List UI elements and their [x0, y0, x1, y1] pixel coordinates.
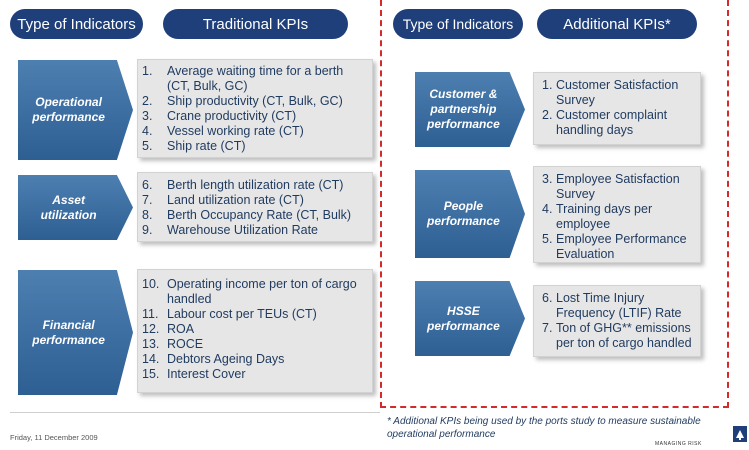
kpi-item: 5.Ship rate (CT) — [142, 139, 246, 153]
kpi-box-asset: 6.Berth length utilization rate (CT) 7.L… — [137, 172, 373, 242]
kpi-item: 13.ROCE — [142, 337, 204, 351]
kpi-item: 4.Vessel working rate (CT) — [142, 124, 304, 138]
kpi-item: 5.Employee Performance Evaluation — [542, 232, 687, 261]
chevron-customer-partnership-performance: Customer & partnership performance — [415, 72, 525, 147]
kpi-item: 1.Average waiting time for a berth (CT, … — [142, 64, 344, 93]
chevron-people-performance: People performance — [415, 170, 525, 258]
kpi-item: 7.Land utilization rate (CT) — [142, 193, 304, 207]
chevron-asset-utilization: Asset utilization — [18, 175, 133, 240]
logo-text: MANAGING RISK — [655, 441, 702, 447]
chevron-label: Customer & partnership performance — [427, 87, 500, 131]
footnote: * Additional KPIs being used by the port… — [387, 416, 701, 440]
footer-rule — [10, 412, 380, 413]
kpi-item: 9.Warehouse Utilization Rate — [142, 223, 318, 237]
additional-kpis-region — [380, 0, 729, 408]
kpi-box-hsse: 6.Lost Time Injury Frequency (LTIF) Rate… — [533, 285, 701, 357]
chevron-hsse-performance: HSSE performance — [415, 281, 525, 356]
kpi-box-people: 3.Employee Satisfaction Survey 4.Trainin… — [533, 166, 701, 263]
chevron-financial-performance: Financial performance — [18, 270, 133, 395]
kpi-item: 12.ROA — [142, 322, 195, 336]
chevron-label: People performance — [427, 199, 500, 228]
kpi-item: 8.Berth Occupancy Rate (CT, Bulk) — [142, 208, 352, 222]
slide-date: Friday, 11 December 2009 — [10, 433, 98, 442]
right-kpi-header: Additional KPIs* — [537, 9, 697, 39]
kpi-item: 14.Debtors Ageing Days — [142, 352, 285, 366]
kpi-item: 11.Labour cost per TEUs (CT) — [142, 307, 317, 321]
kpi-item: 15.Interest Cover — [142, 367, 246, 381]
kpi-item: 7.Ton of GHG** emissions per ton of carg… — [542, 321, 692, 350]
chevron-operational-performance: Operational performance — [18, 60, 133, 160]
kpi-item: 1.Customer Satisfaction Survey — [542, 78, 679, 107]
kpi-item: 4.Training days per employee — [542, 202, 653, 231]
kpi-item: 6.Lost Time Injury Frequency (LTIF) Rate — [542, 291, 682, 320]
left-type-header: Type of Indicators — [10, 9, 143, 39]
left-kpi-header: Traditional KPIs — [163, 9, 348, 39]
kpi-item: 3.Employee Satisfaction Survey — [542, 172, 680, 201]
kpi-item: 2.Ship productivity (CT, Bulk, GC) — [142, 94, 343, 108]
chevron-label: HSSE performance — [427, 303, 500, 333]
company-logo — [733, 426, 747, 442]
chevron-label: Asset utilization — [40, 192, 97, 222]
kpi-item: 3.Crane productivity (CT) — [142, 109, 297, 123]
right-type-header: Type of Indicators — [393, 9, 523, 39]
chevron-label: Financial performance — [32, 317, 105, 347]
kpi-item: 2.Customer complaint handling days — [542, 108, 668, 137]
kpi-box-operational: 1.Average waiting time for a berth (CT, … — [137, 59, 373, 158]
kpi-box-financial: 10.Operating income per ton of cargo han… — [137, 269, 373, 393]
kpi-item: 10.Operating income per ton of cargo han… — [142, 277, 357, 306]
kpi-box-customer: 1.Customer Satisfaction Survey 2.Custome… — [533, 72, 701, 145]
kpi-item: 6.Berth length utilization rate (CT) — [142, 178, 344, 192]
chevron-label: Operational performance — [32, 95, 105, 124]
